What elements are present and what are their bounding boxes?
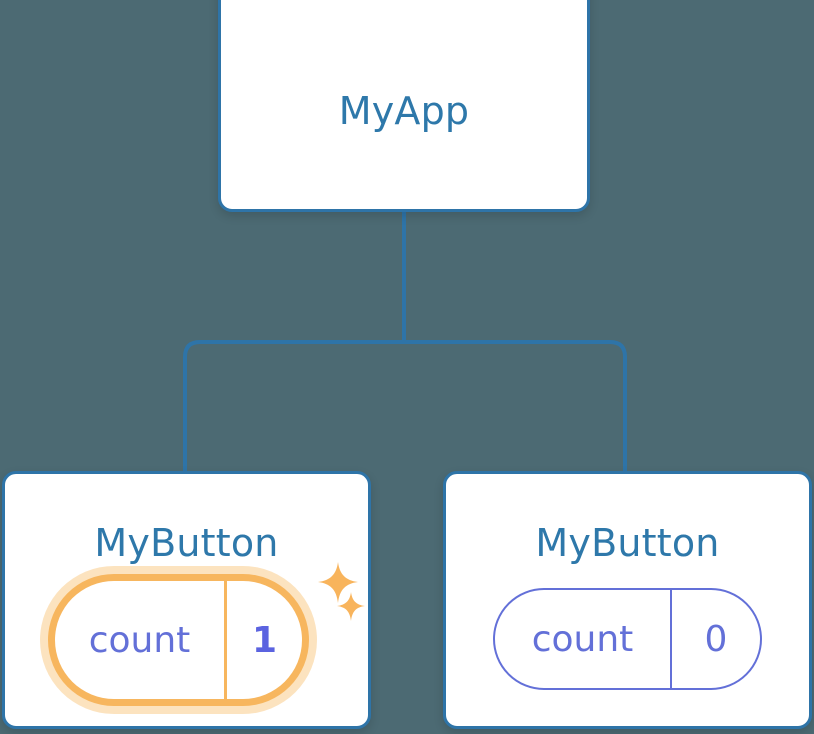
- state-pill-2[interactable]: count 0: [493, 588, 762, 690]
- state-pill-1-value: 1: [224, 581, 302, 699]
- node-mybutton-1-title: MyButton: [94, 521, 279, 565]
- edge-root-to-child-2: [404, 340, 627, 474]
- edge-root-to-child-1: [183, 340, 404, 474]
- node-mybutton-2-title: MyButton: [535, 521, 720, 565]
- state-pill-1-key: count: [88, 619, 191, 661]
- state-pill-2-value: 0: [670, 590, 760, 688]
- node-myapp-title: MyApp: [338, 89, 470, 133]
- node-myapp[interactable]: MyApp: [218, 0, 590, 212]
- state-pill-2-key: count: [531, 618, 634, 660]
- state-pill-1[interactable]: count 1: [55, 581, 302, 699]
